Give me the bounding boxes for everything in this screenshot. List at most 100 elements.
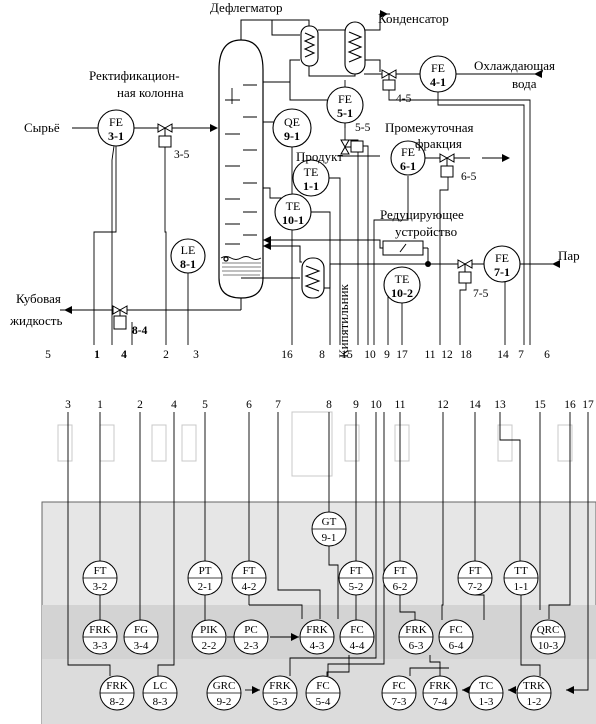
lower-terminal-number: 10 <box>370 399 382 411</box>
upper-terminal-number: 1 <box>94 349 100 361</box>
panel-instrument: PC2-3 <box>234 620 268 654</box>
panel-instrument-type: LC <box>153 680 167 692</box>
upper-terminal-number: 7 <box>518 349 524 361</box>
panel-instrument-type: FT <box>243 565 256 577</box>
actuator-6-5 <box>439 153 455 177</box>
panel-instrument-number: 3-3 <box>93 640 108 652</box>
panel-instrument-type: PT <box>199 565 212 577</box>
upper-terminal-number: 5 <box>45 349 51 361</box>
condenser-label: Конденсатор <box>378 11 449 26</box>
lower-terminal-number: 15 <box>534 399 546 411</box>
field-instrument-type: FE <box>495 251 509 265</box>
lower-terminal-number: 2 <box>137 399 143 411</box>
panel-instrument-number: 7-2 <box>468 581 483 593</box>
reducer-label-2: устройство <box>395 224 457 239</box>
panel-instrument: FC7-3 <box>382 676 416 710</box>
panel-instrument-number: 3-2 <box>93 581 108 593</box>
upper-terminal-number: 2 <box>163 349 169 361</box>
field-instrument-number: 1-1 <box>303 179 319 193</box>
upper-terminal-number: 12 <box>441 349 453 361</box>
panel-instrument-number: 2-1 <box>198 581 213 593</box>
field-instrument-number: 7-1 <box>494 265 510 279</box>
panel-instrument-type: FRK <box>405 624 426 636</box>
panel-instrument-type: TC <box>479 680 493 692</box>
lower-terminal-number: 8 <box>326 399 332 411</box>
panel-instrument: LC8-3 <box>143 676 177 710</box>
panel-instruments: GT9-1FT3-2PT2-1FT4-2FT5-2FT6-2FT7-2TT1-1… <box>83 512 565 710</box>
panel-instrument-type: FRK <box>106 680 127 692</box>
reboiler-label: Кипятильник <box>336 283 351 358</box>
field-instrument: LE8-1 <box>171 239 205 273</box>
panel-instrument: FC5-4 <box>306 676 340 710</box>
panel-instrument-type: FT <box>94 565 107 577</box>
panel-instrument: PT 2-1 <box>188 561 222 595</box>
cooling-water-label-2: вода <box>512 76 537 91</box>
actuator-5-5 <box>340 139 363 155</box>
signal-lines <box>94 80 530 345</box>
field-instrument-number: 9-1 <box>284 129 300 143</box>
upper-terminal-number: 4 <box>121 349 127 361</box>
panel-instrument-type: FT <box>350 565 363 577</box>
panel-instrument-number: 9-2 <box>217 696 232 708</box>
panel-instrument-number: 7-4 <box>433 696 448 708</box>
lower-terminal-number: 9 <box>353 399 359 411</box>
panel-instrument: FRK 7-4 <box>423 676 457 710</box>
field-instrument: FE6-1 <box>391 141 425 175</box>
reducer-label-1: Редуцирующее <box>380 207 464 222</box>
intermediate-label-2: фракция <box>415 136 462 151</box>
panel-instrument-number: 2-3 <box>244 640 259 652</box>
feed-label: Сырьё <box>24 120 60 135</box>
field-instrument: QE9-1 <box>273 109 311 147</box>
arrowheads <box>64 10 560 314</box>
field-instrument-type: TE <box>304 165 319 179</box>
actuator-label: 6-5 <box>461 171 477 183</box>
panel-instrument-type: FT <box>394 565 407 577</box>
actuator-4-5 <box>381 69 397 90</box>
field-instrument-number: 10-1 <box>282 213 304 227</box>
panel-instrument-number: 4-4 <box>350 640 365 652</box>
panel-instrument-type: QRC <box>537 624 560 636</box>
field-instruments: FE3-1LE8-1QE9-1FE5-1FE4-1TE1-1TE10-1FE6-… <box>98 56 520 303</box>
panel-instrument: FT 4-2 <box>232 561 266 595</box>
panel-instrument-type: GT <box>322 516 337 528</box>
panel-instrument-number: 4-2 <box>242 581 257 593</box>
panel-instrument-type: FRK <box>429 680 450 692</box>
panel-instrument-number: 4-3 <box>310 640 325 652</box>
panel-instrument: TT1-1 <box>504 561 538 595</box>
column-label-1: Ректификацион- <box>89 68 180 83</box>
product-label: Продукт <box>296 149 343 164</box>
lower-terminal-number: 1 <box>97 399 103 411</box>
rectification-column <box>219 40 263 298</box>
actuator-label: 7-5 <box>473 288 489 300</box>
steam-label: Пар <box>558 248 580 263</box>
lower-terminal-number: 14 <box>469 399 481 411</box>
panel-instrument: FT5-2 <box>339 561 373 595</box>
panel-instrument: FT 3-2 <box>83 561 117 595</box>
lower-terminal-number: 5 <box>202 399 208 411</box>
field-instrument-number: 3-1 <box>108 129 124 143</box>
panel-instrument: FT7-2 <box>458 561 492 595</box>
actuator-label: 8-4 <box>132 325 148 337</box>
panel-instrument-number: 8-2 <box>110 696 125 708</box>
panel-instrument-number: 7-3 <box>392 696 407 708</box>
upper-terminal-number: 18 <box>460 349 472 361</box>
field-instrument: FE7-1 <box>484 246 520 282</box>
panel-instrument: FC4-4 <box>340 620 374 654</box>
column-label-2: ная колонна <box>117 85 184 100</box>
field-instrument-type: FE <box>109 115 123 129</box>
upper-terminal-number: 3 <box>193 349 199 361</box>
panel-instrument: GT9-1 <box>312 512 346 546</box>
bottoms-label-1: Кубовая <box>16 291 61 306</box>
actuator-3-5 <box>157 123 173 147</box>
field-instrument-type: FE <box>338 92 352 106</box>
panel-instrument: TC1-3 <box>469 676 503 710</box>
